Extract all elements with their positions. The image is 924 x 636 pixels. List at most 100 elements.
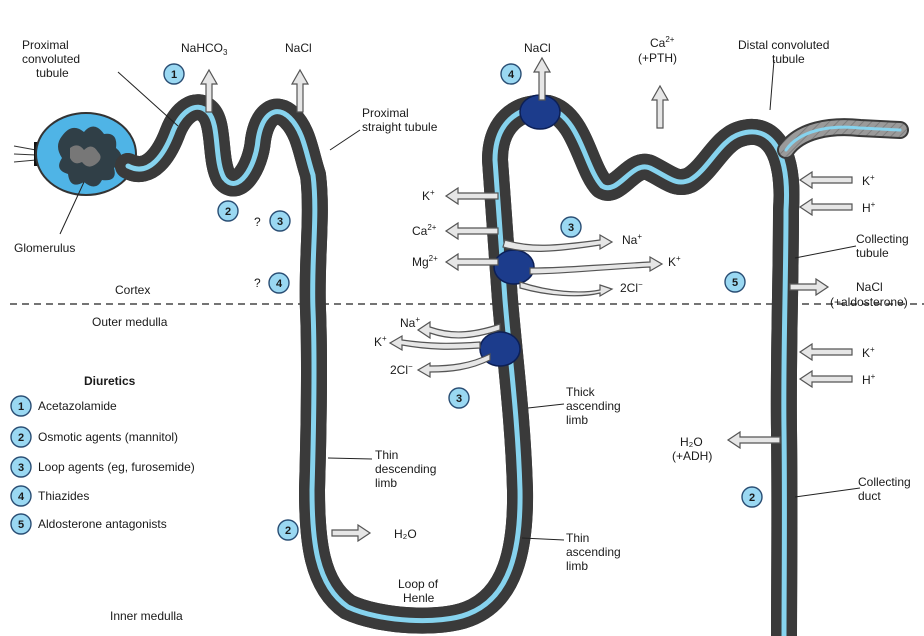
ion-na-lower: Na+	[400, 315, 420, 330]
ca-distal-arrow	[652, 86, 668, 128]
badge-pct-2: 2	[218, 201, 238, 221]
nacl-distal-arrow	[534, 58, 550, 100]
nephron-tubule	[128, 107, 900, 636]
svg-text:5: 5	[18, 519, 24, 531]
ion-h2o-cd: H₂O	[680, 435, 703, 449]
badge-pct-4: 4	[269, 273, 289, 293]
svg-text:3: 3	[277, 216, 283, 228]
label-thin-ascending-1: Thin	[566, 531, 589, 545]
legend-item-5: 5 Aldosterone antagonists	[11, 514, 167, 534]
svg-text:Acetazolamide: Acetazolamide	[38, 399, 117, 413]
ion-k-cd: K+	[862, 345, 875, 360]
label-proximal-convoluted-1: Proximal	[22, 38, 69, 52]
label-proximal-straight-2: straight tubule	[362, 120, 438, 134]
legend-title: Diuretics	[84, 374, 136, 388]
badge-thick-3a: 3	[561, 217, 581, 237]
ion-aldosterone: (+aldosterone)	[830, 295, 908, 309]
question-mark-3: ?	[254, 215, 261, 229]
label-glomerulus: Glomerulus	[14, 241, 75, 255]
ion-cl-upper: 2Cl−	[620, 280, 643, 295]
label-thick-ascending-3: limb	[566, 413, 588, 427]
label-collecting-tubule-2: tubule	[856, 246, 889, 260]
legend-item-1: 1 Acetazolamide	[11, 396, 117, 416]
svg-text:4: 4	[276, 278, 283, 290]
h-ct-arrow	[800, 199, 852, 215]
svg-text:Thiazides: Thiazides	[38, 489, 89, 503]
label-thin-descending-2: descending	[375, 462, 436, 476]
ion-k-ct: K+	[862, 173, 875, 188]
ion-nahco3: NaHCO3	[181, 41, 228, 57]
svg-text:2: 2	[18, 432, 24, 444]
svg-text:5: 5	[732, 277, 738, 289]
ion-k-upper: K+	[668, 254, 681, 269]
ion-nacl-ct: NaCl	[856, 280, 883, 294]
na-upper-arrow	[503, 235, 612, 251]
upper-nkcc-transporter	[494, 250, 534, 284]
zone-cortex: Cortex	[115, 283, 150, 297]
badge-dct-4: 4	[501, 64, 521, 84]
h2o-thin-arrow	[332, 525, 370, 541]
label-proximal-convoluted-2: convoluted	[22, 52, 80, 66]
badge-pct-1: 1	[164, 64, 184, 84]
label-proximal-straight-1: Proximal	[362, 106, 409, 120]
svg-text:1: 1	[18, 401, 24, 413]
label-thick-ascending-1: Thick	[566, 385, 596, 399]
glomerulus	[14, 113, 136, 195]
zone-inner-medulla: Inner medulla	[110, 609, 183, 623]
svg-text:4: 4	[18, 491, 25, 503]
question-mark-4: ?	[254, 276, 261, 290]
svg-text:3: 3	[456, 393, 462, 405]
cl-upper-arrow	[520, 282, 612, 296]
svg-text:1: 1	[171, 69, 177, 81]
k-ct-arrow	[800, 172, 852, 188]
badge-thin-2: 2	[278, 520, 298, 540]
k-cd-arrow	[800, 344, 852, 360]
ion-nacl-distal: NaCl	[524, 41, 551, 55]
svg-text:2: 2	[285, 525, 291, 537]
svg-text:2: 2	[749, 492, 755, 504]
svg-text:Osmotic agents (mannitol): Osmotic agents (mannitol)	[38, 430, 178, 444]
ion-cl-lower: 2Cl−	[390, 362, 413, 377]
legend-item-4: 4 Thiazides	[11, 486, 89, 506]
badge-ct-5: 5	[725, 272, 745, 292]
legend-item-2: 2 Osmotic agents (mannitol)	[11, 427, 178, 447]
ion-k-thick: K+	[422, 188, 435, 203]
ion-ca-thick: Ca2+	[412, 223, 437, 238]
k-upper-arrow	[530, 257, 662, 274]
svg-text:4: 4	[508, 69, 515, 81]
svg-text:3: 3	[568, 222, 574, 234]
ion-h-ct: H+	[862, 200, 876, 215]
ion-ca-distal: Ca2+	[650, 35, 675, 50]
legend-item-3: 3 Loop agents (eg, furosemide)	[11, 457, 195, 477]
ion-adh: (+ADH)	[672, 449, 712, 463]
label-collecting-duct-1: Collecting	[858, 475, 911, 489]
ion-h-cd: H+	[862, 372, 876, 387]
cl-lower-arrow	[418, 354, 490, 377]
label-loop-henle-2: Henle	[403, 591, 435, 605]
label-loop-henle-1: Loop of	[398, 577, 439, 591]
ion-mg-thick: Mg2+	[412, 254, 438, 269]
svg-text:3: 3	[18, 462, 24, 474]
ion-nacl-proximal: NaCl	[285, 41, 312, 55]
zone-outer-medulla: Outer medulla	[92, 315, 168, 329]
badge-thick-3b: 3	[449, 388, 469, 408]
diuretics-legend: Diuretics 1 Acetazolamide 2 Osmotic agen…	[11, 374, 195, 534]
ion-h2o-thin: H₂O	[394, 527, 417, 541]
badge-pct-3: 3	[270, 211, 290, 231]
ion-k-lower: K+	[374, 334, 387, 349]
label-thin-descending-1: Thin	[375, 448, 398, 462]
svg-text:2: 2	[225, 206, 231, 218]
label-collecting-duct-2: duct	[858, 489, 881, 503]
label-thick-ascending-2: ascending	[566, 399, 621, 413]
label-distal-convoluted-1: Distal convoluted	[738, 38, 829, 52]
label-collecting-tubule-1: Collecting	[856, 232, 909, 246]
label-distal-convoluted-2: tubule	[772, 52, 805, 66]
label-thin-ascending-3: limb	[566, 559, 588, 573]
svg-text:Aldosterone antagonists: Aldosterone antagonists	[38, 517, 167, 531]
label-proximal-convoluted-3: tubule	[36, 66, 69, 80]
h-cd-arrow	[800, 371, 852, 387]
ion-na-upper: Na+	[622, 232, 642, 247]
badge-cd-2: 2	[742, 487, 762, 507]
label-thin-ascending-2: ascending	[566, 545, 621, 559]
